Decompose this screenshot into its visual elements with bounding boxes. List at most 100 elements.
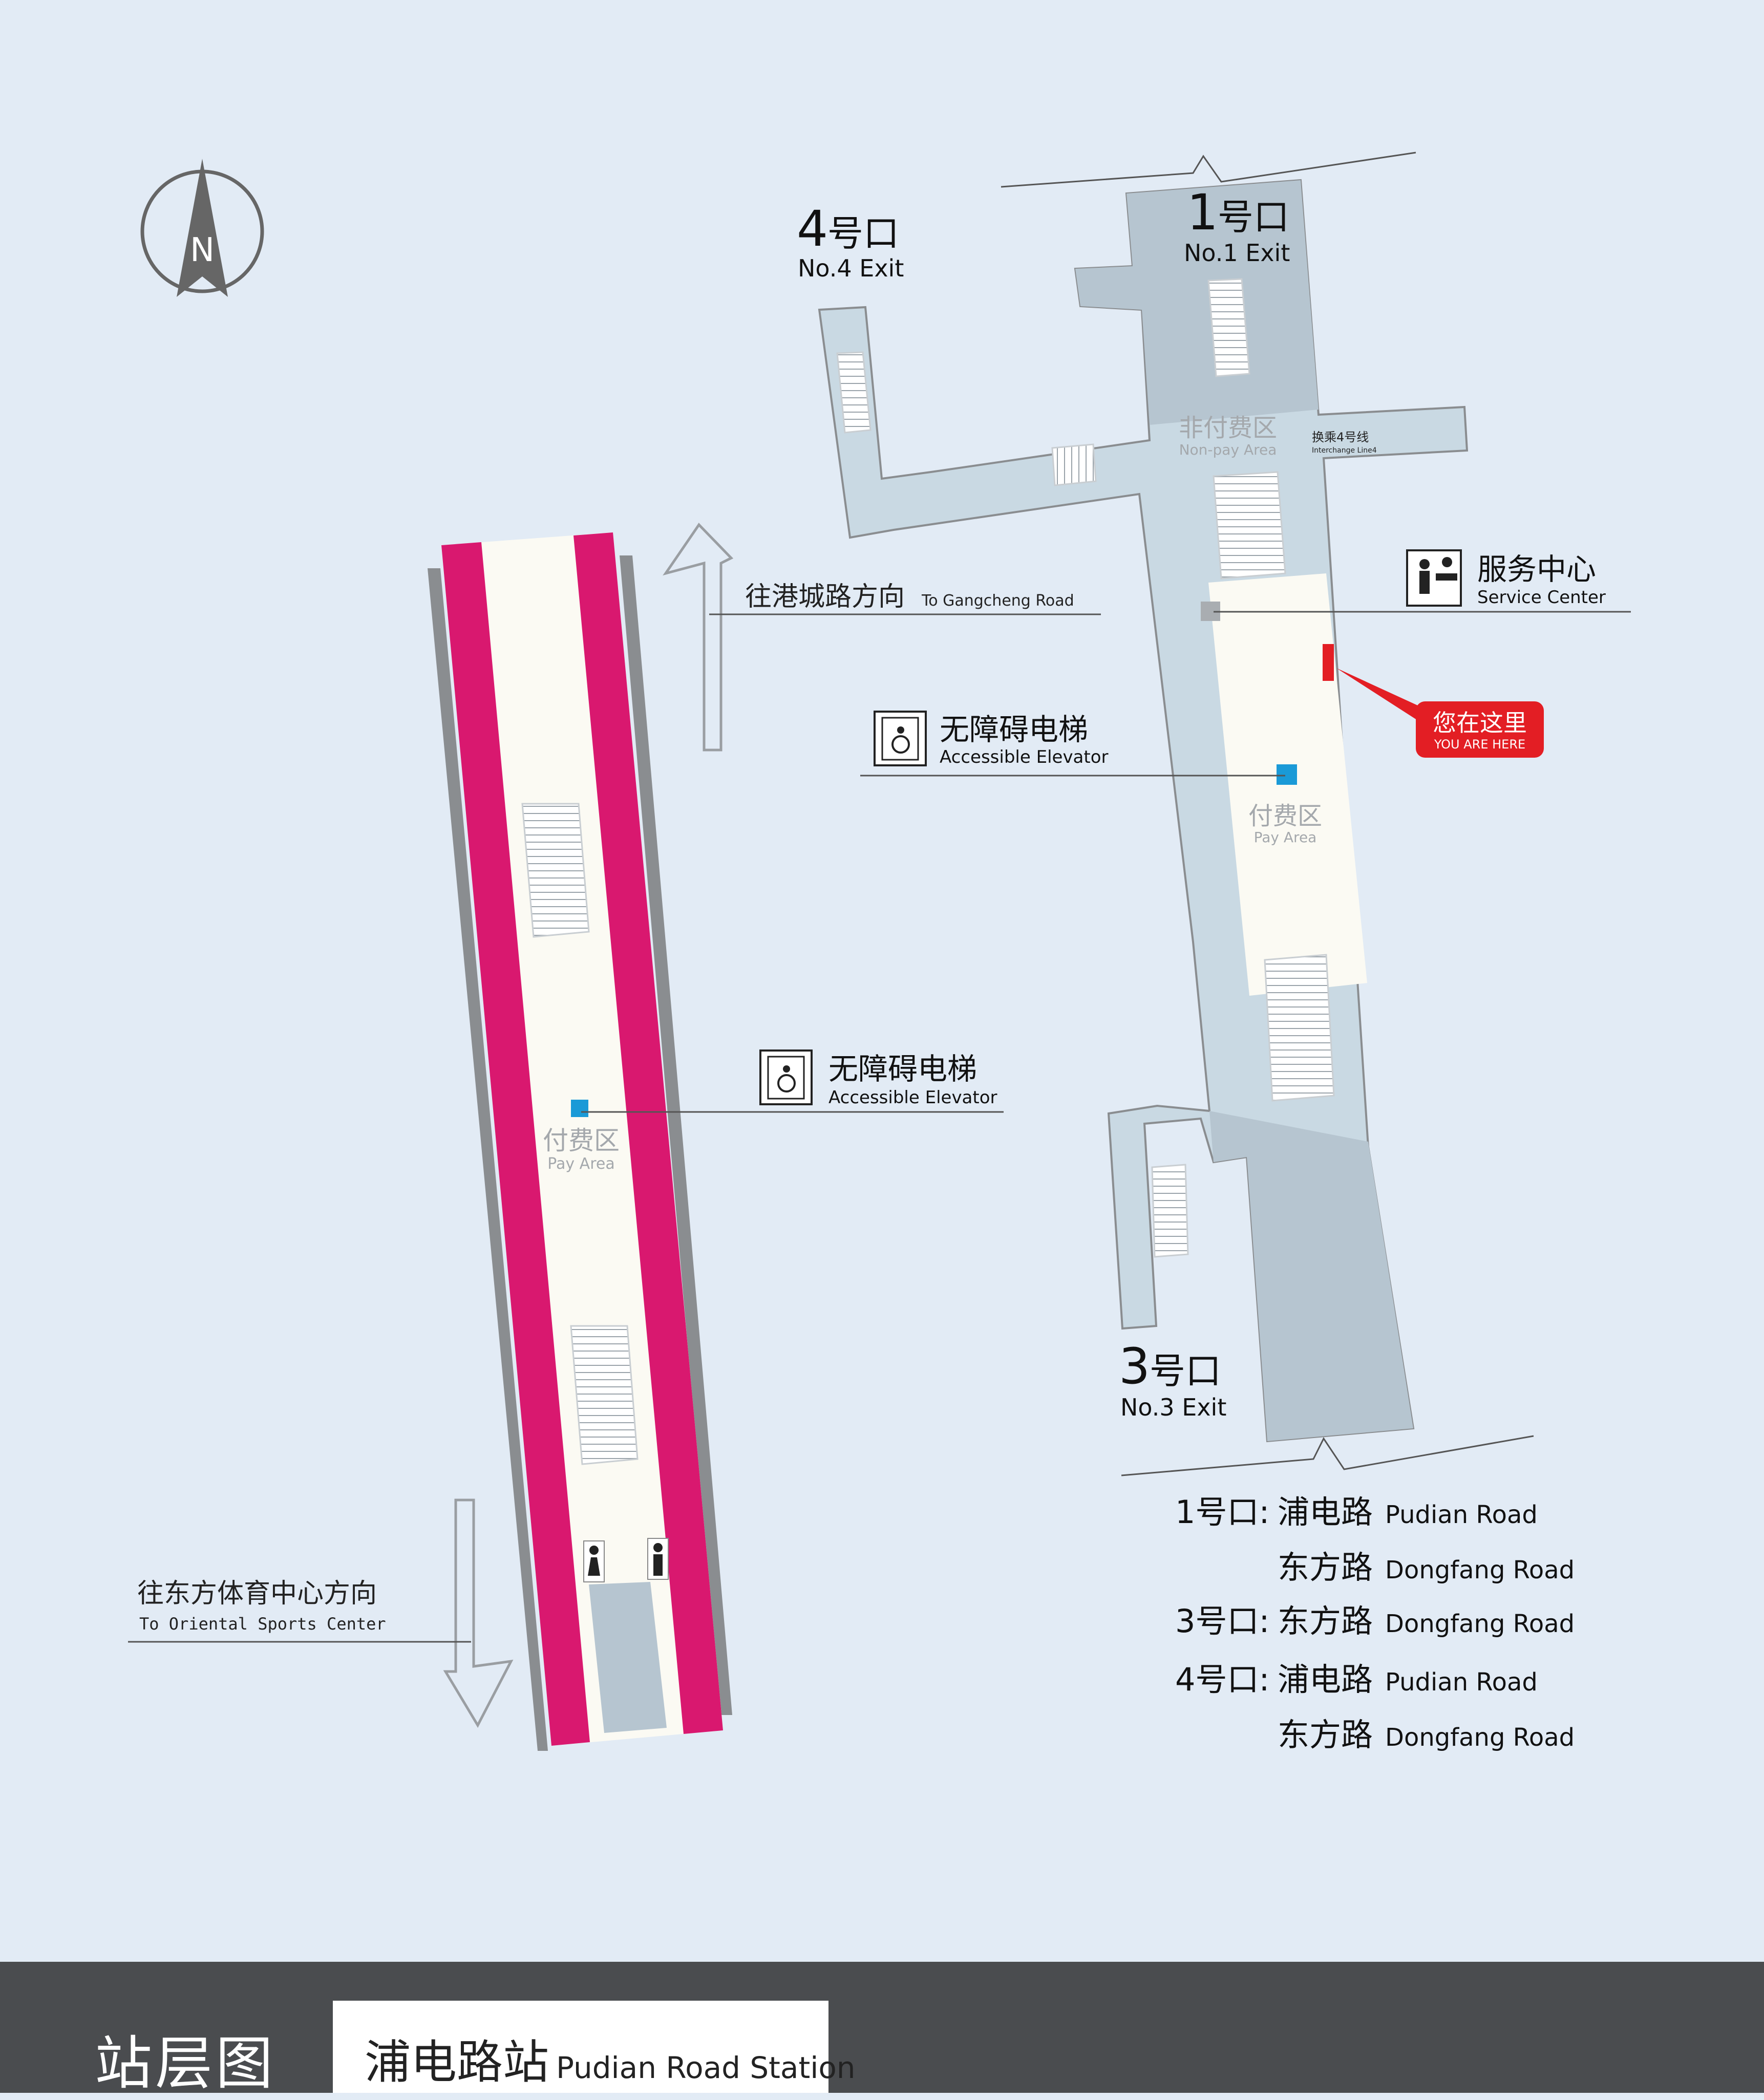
exit3-zh: 号口: [1150, 1350, 1221, 1392]
exit-list-en: Pudian Road: [1385, 1668, 1538, 1697]
exit1-number: 1: [1187, 184, 1218, 241]
footer-bar: [0, 1962, 1764, 2093]
exit1-escalator: [1207, 278, 1250, 377]
concourse: 非付费区 Non-pay Area 付费区 Pay Area 换乘4号线 Int…: [818, 152, 1534, 1476]
concourse-pay-area-zh: 付费区: [1248, 802, 1322, 830]
station-name-zh: 浦电路站: [365, 2035, 549, 2089]
platform-left-wall: [428, 568, 548, 1751]
you-are-here-callout: 您在这里 YOU ARE HERE: [1336, 668, 1544, 758]
exit4-escalator: [836, 351, 872, 434]
you-are-here-en: YOU ARE HERE: [1434, 737, 1525, 752]
south-direction-zh: 往东方体育中心方向: [137, 1578, 377, 1609]
station-name-en: Pudian Road Station: [556, 2050, 856, 2085]
exit-destination-list: 1号口: 浦电路 Pudian Road 东方路 Dongfang Road 3…: [1175, 1493, 1575, 1753]
concourse-elevator-zh: 无障碍电梯: [940, 712, 1088, 747]
platform-escalator-2: [570, 1325, 639, 1465]
exit1-zh: 号口: [1218, 196, 1289, 238]
exit-list-zh: 东方路: [1278, 1716, 1373, 1753]
south-direction: 往东方体育中心方向 To Oriental Sports Center: [128, 1498, 514, 1728]
platform-floor: [441, 532, 723, 1746]
you-are-here-marker: [1323, 644, 1334, 681]
concourse-escalator-lower: [1264, 954, 1335, 1102]
male-body-icon: [653, 1554, 663, 1576]
female-icon: [589, 1546, 599, 1555]
service-center-callout: 服务中心 Service Center: [1214, 549, 1631, 613]
footer-title: 站层图: [95, 2030, 276, 2097]
concourse-pay-area-en: Pay Area: [1254, 829, 1317, 846]
south-arrow-outline-icon: [443, 1498, 514, 1728]
non-pay-area-en: Non-pay Area: [1179, 441, 1277, 458]
north-arrow-icon: [177, 159, 228, 297]
exit4-en: No.4 Exit: [798, 254, 904, 282]
you-are-here-zh: 您在这里: [1433, 709, 1527, 737]
platform-edge-right: [573, 532, 723, 1734]
interchange-en: Interchange Line4: [1312, 446, 1377, 455]
exit1-unpaid-zone: [1075, 180, 1319, 425]
accessible-elevator-icon: [759, 1049, 813, 1105]
exit-list-zh: 东方路: [1278, 1602, 1373, 1640]
north-arrow-outline-icon: [663, 523, 734, 752]
platform-elevator-callout: 无障碍电梯 Accessible Elevator: [581, 1049, 1004, 1113]
platform-stair-base: [589, 1582, 667, 1733]
north-direction-zh: 往港城路方向: [745, 582, 905, 612]
platform-elevator-marker: [571, 1100, 588, 1117]
exit-3-label: 3 号口 No.3 Exit: [1119, 1338, 1226, 1421]
exit4-number: 4: [797, 200, 828, 258]
exit-list-en: Dongfang Road: [1385, 1556, 1575, 1584]
exit-list-zh: 浦电路: [1278, 1493, 1373, 1531]
exit-list-zh: 浦电路: [1278, 1661, 1373, 1698]
exit3-en: No.3 Exit: [1120, 1394, 1226, 1421]
exit-list-en: Dongfang Road: [1385, 1723, 1575, 1752]
interchange-zh: 换乘4号线: [1312, 430, 1369, 444]
platform-pay-area-en: Pay Area: [547, 1155, 614, 1173]
exit-1-label: 1 号口 No.1 Exit: [1184, 184, 1290, 267]
north-direction-en: To Gangcheng Road: [921, 592, 1074, 610]
platform-escalator-1: [521, 803, 590, 938]
street-line-top: [1001, 152, 1416, 188]
platform-right-wall: [620, 555, 732, 1715]
exit4-zh: 号口: [827, 212, 899, 254]
service-center-en: Service Center: [1477, 587, 1606, 608]
concourse-elevator-callout: 无障碍电梯 Accessible Elevator: [860, 711, 1285, 777]
station-name-box: [333, 2001, 828, 2093]
compass: N: [140, 159, 264, 297]
you-are-here-pointer: [1336, 668, 1431, 721]
exit-list-exit: 4号口:: [1175, 1661, 1269, 1698]
concourse-escalator-upper: [1213, 471, 1286, 580]
platform-elevator-zh: 无障碍电梯: [828, 1052, 977, 1086]
concourse-outline: [818, 179, 1469, 1443]
exit4-stairs: [1051, 443, 1097, 486]
exit-list-exit: 3号口:: [1175, 1602, 1269, 1640]
exit3-unpaid-zone: [1209, 1111, 1413, 1441]
exit1-en: No.1 Exit: [1184, 239, 1290, 267]
platform: 付费区 Pay Area: [428, 532, 732, 1751]
exit3-escalator: [1151, 1164, 1189, 1258]
service-desk-icon: [1406, 549, 1462, 607]
south-direction-en: To Oriental Sports Center: [139, 1614, 386, 1634]
non-pay-area-zh: 非付费区: [1179, 414, 1277, 442]
exit-list-zh: 东方路: [1278, 1549, 1373, 1586]
platform-elevator-en: Accessible Elevator: [828, 1087, 997, 1108]
north-direction: 往港城路方向 To Gangcheng Road: [663, 523, 1101, 752]
exit3-number: 3: [1119, 1338, 1150, 1395]
platform-edge-left: [441, 542, 590, 1746]
concourse-elevator-en: Accessible Elevator: [940, 747, 1109, 767]
exit-list-row-1: 1号口: 浦电路 Pudian Road: [1175, 1493, 1538, 1531]
concourse-accessible-elevator-icon: [874, 711, 927, 766]
service-center-zh: 服务中心: [1477, 552, 1596, 587]
exit-list-en: Pudian Road: [1385, 1501, 1538, 1529]
you-are-here-badge: [1416, 701, 1544, 758]
concourse-elevator-marker: [1277, 764, 1297, 785]
exit-list-row-5: 东方路 Dongfang Road: [1278, 1716, 1575, 1753]
compass-label: N: [190, 231, 215, 269]
exit-list-en: Dongfang Road: [1385, 1610, 1575, 1638]
female-body-icon: [588, 1557, 600, 1576]
exit-list-row-2: 东方路 Dongfang Road: [1278, 1549, 1575, 1586]
exit-list-row-4: 4号口: 浦电路 Pudian Road: [1175, 1661, 1538, 1698]
exit-list-exit: 1号口:: [1175, 1493, 1269, 1531]
exit-list-row-3: 3号口: 东方路 Dongfang Road: [1175, 1602, 1575, 1640]
exit-4-label: 4 号口 No.4 Exit: [797, 200, 904, 282]
